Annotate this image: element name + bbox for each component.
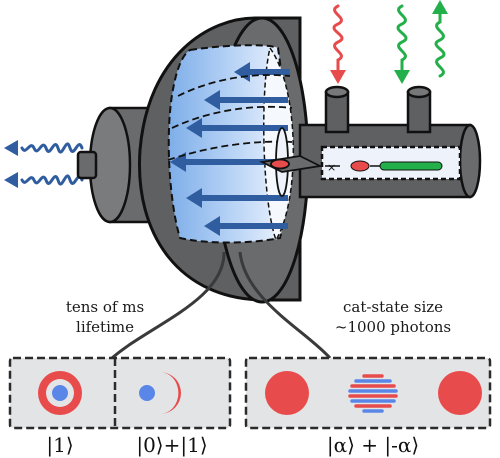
wigner-superposition-0-1 <box>139 372 181 414</box>
cat-interference-fringes <box>348 374 398 413</box>
transmon-tube <box>298 85 482 199</box>
lifetime-label-line2: lifetime <box>76 318 134 336</box>
catsize-label-line2: ~1000 photons <box>335 318 451 336</box>
microwave-waves-left <box>20 142 84 186</box>
svg-text:×: × <box>327 161 336 174</box>
wave-arrowhead-upper <box>4 140 18 156</box>
readout-resonator-green <box>379 161 443 171</box>
lifetime-label-line1: tens of ms <box>66 298 144 316</box>
green-drive-arrowhead-down <box>394 70 410 84</box>
cat-coherent-left <box>265 371 309 415</box>
red-drive-wave <box>332 4 344 72</box>
transmon-chip: × <box>325 160 443 174</box>
wave-out-upper <box>20 142 84 154</box>
wave-arrowhead-lower <box>4 172 18 188</box>
ket-cat-state: |α⟩ + |-α⟩ <box>327 433 419 458</box>
green-readout-arrowhead-up <box>432 0 448 14</box>
red-drive-arrowhead <box>330 70 346 84</box>
leader-lines <box>111 251 332 360</box>
wigner-fock-1 <box>38 371 82 415</box>
wave-out-lower <box>20 174 84 186</box>
transmon-coupler-pin <box>259 127 323 197</box>
catsize-label-line1: cat-state size <box>343 298 443 316</box>
panel-cat-state <box>244 356 492 430</box>
transmon-red-pad <box>350 160 370 172</box>
green-drive-wave-in <box>396 4 408 72</box>
green-readout-wave-out <box>434 12 446 78</box>
cat-coherent-right <box>438 371 482 415</box>
ket-fock-1: |1⟩ <box>46 433 73 458</box>
ket-superposition: |0⟩+|1⟩ <box>136 433 207 458</box>
